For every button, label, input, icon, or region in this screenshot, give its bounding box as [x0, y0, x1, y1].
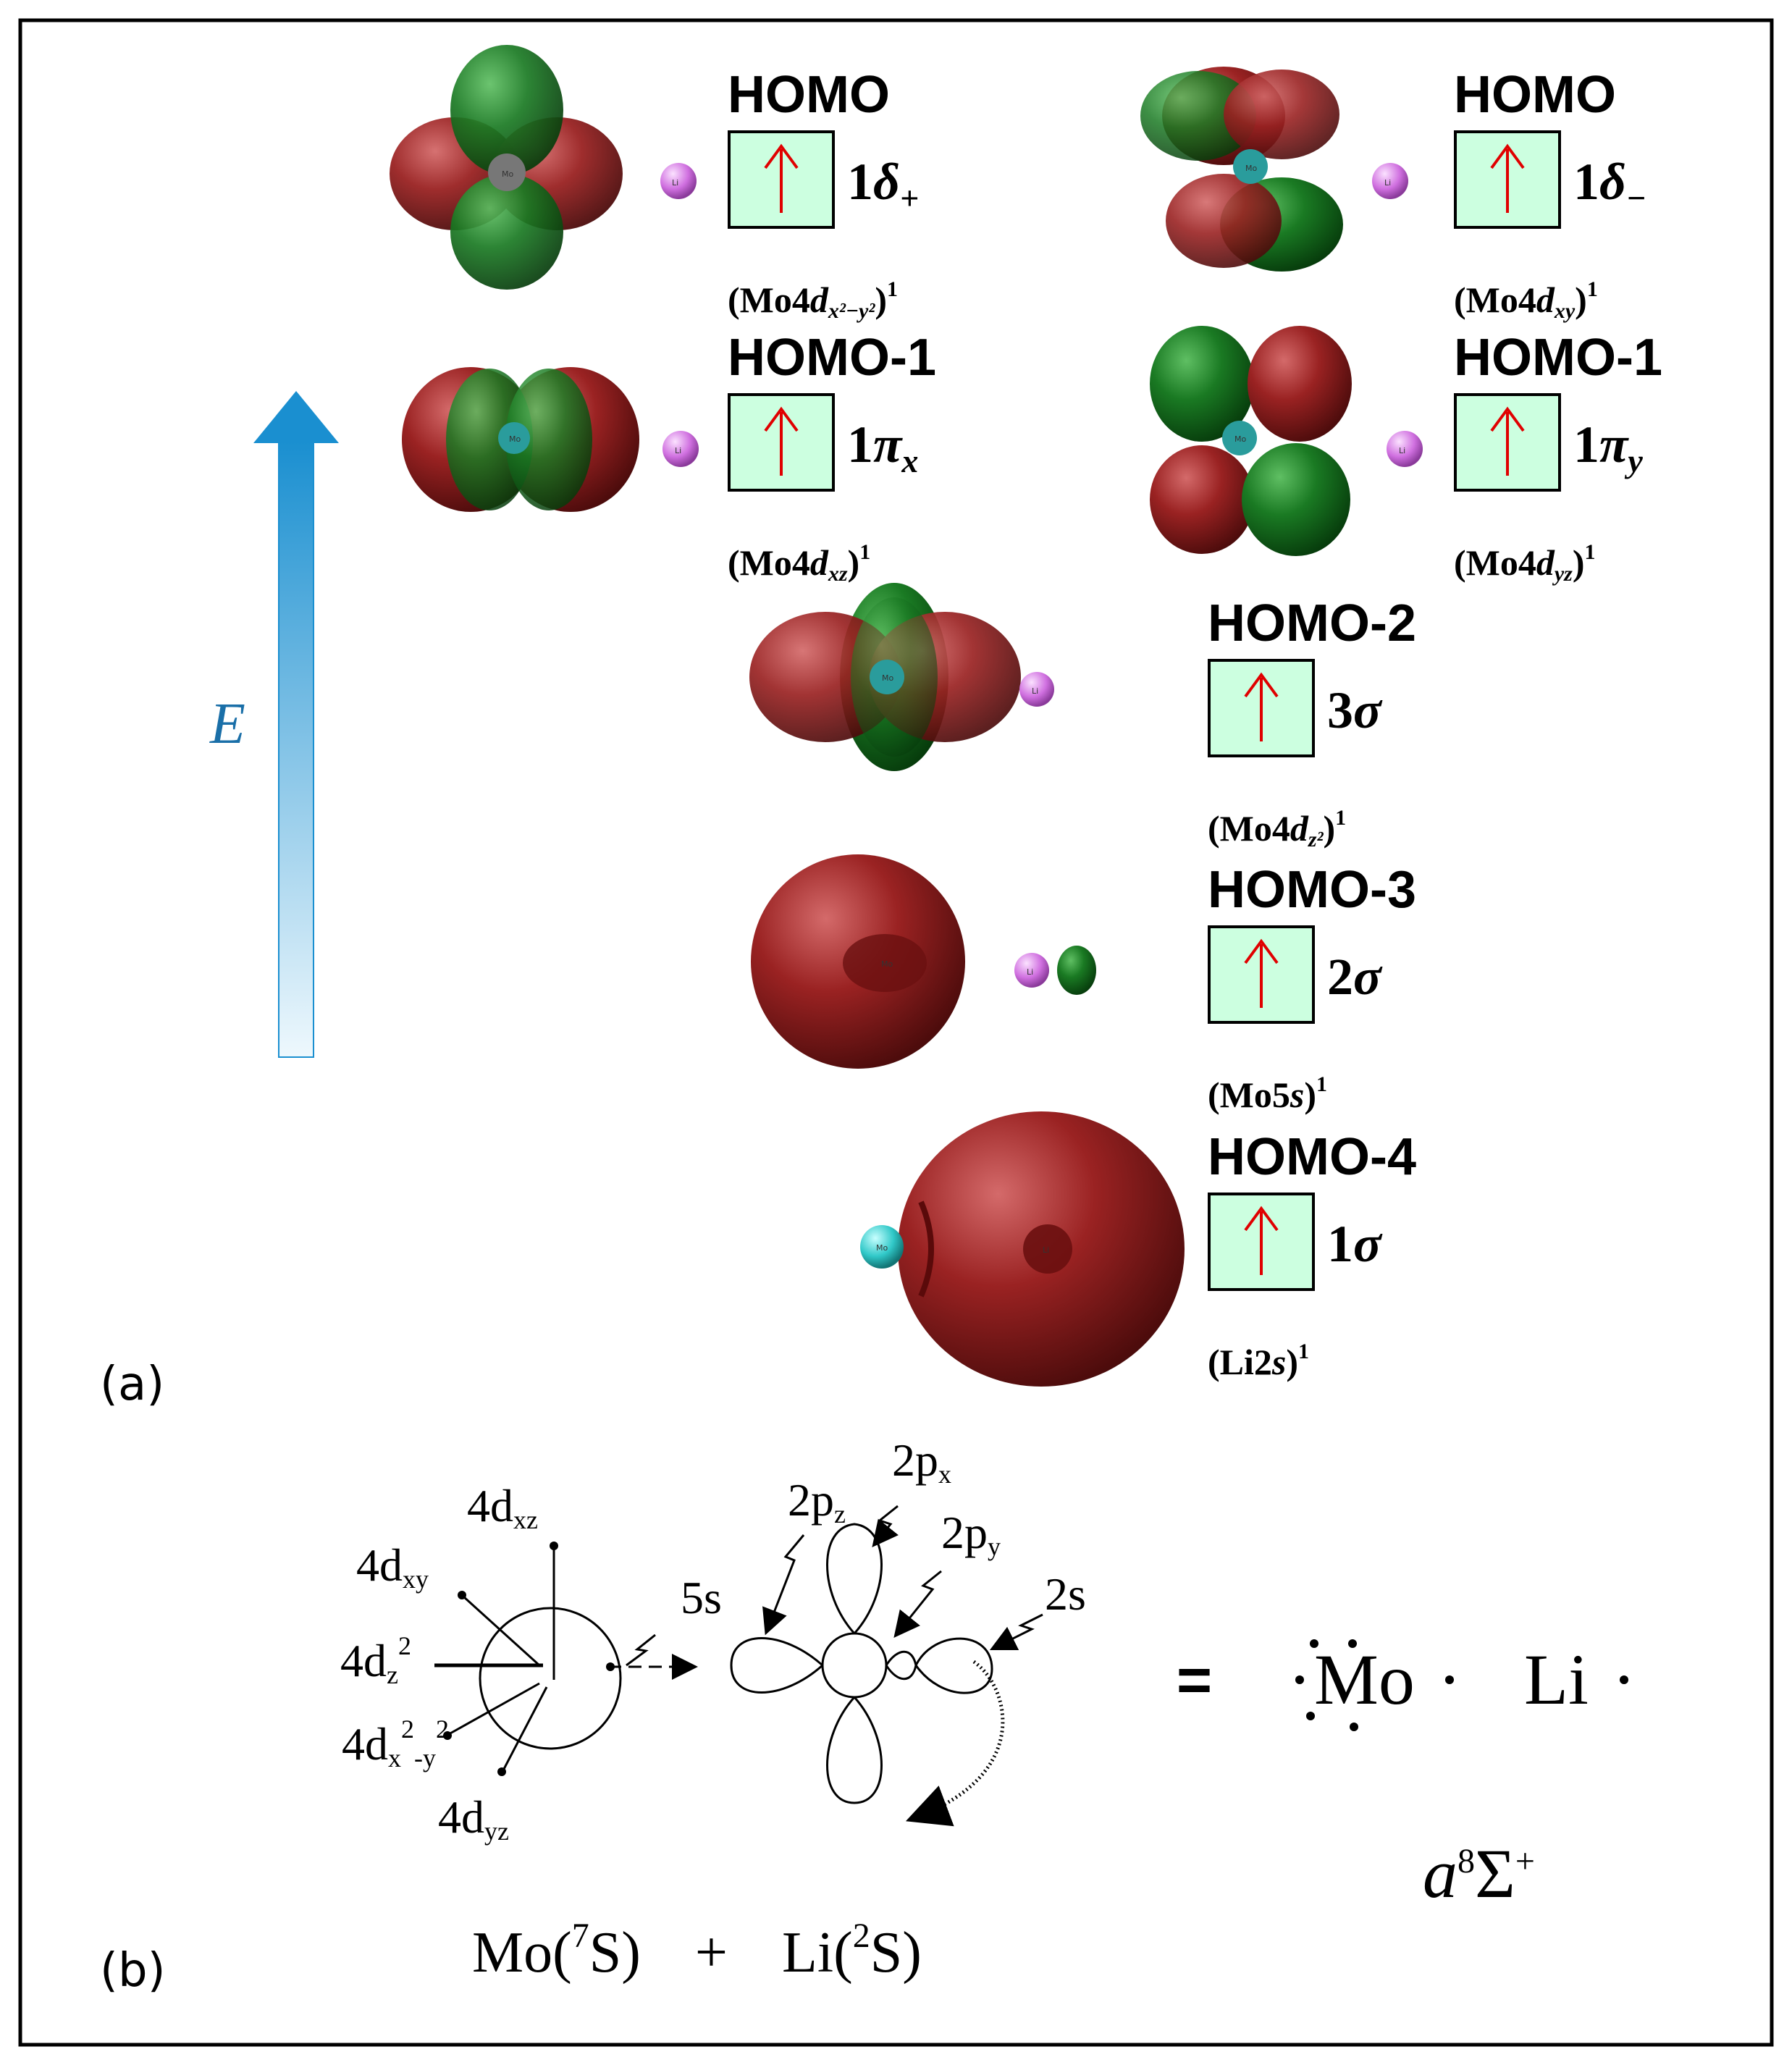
dot — [606, 1662, 615, 1671]
orbital-level: HOMO-3 — [1208, 861, 1416, 919]
li-atom — [1387, 431, 1423, 467]
panel-label-a: (a) — [100, 1358, 165, 1411]
lewis-li: Li — [1524, 1639, 1589, 1720]
orbital-symbol: 1σ — [1327, 1215, 1381, 1273]
orbital-character: (Mo5s)1 — [1208, 1072, 1327, 1115]
mo-orbital-label-4dyz: 4dyz — [438, 1791, 509, 1846]
li-atom-label: Li — [1399, 446, 1406, 455]
energy-label: E — [210, 692, 245, 756]
orbital-level: HOMO-1 — [1454, 329, 1662, 387]
orbital-symbol: 1δ+ — [847, 153, 920, 216]
orbital-homo-dxy-lobes — [1140, 67, 1343, 272]
orbital-character: (Mo4dxy)1 — [1454, 277, 1598, 323]
orbital-level: HOMO-2 — [1208, 594, 1416, 652]
mo-atom-label: Mo — [882, 673, 894, 683]
mo-orbital-label-5s: 5s — [681, 1572, 722, 1623]
lewis-dots — [1295, 1639, 1628, 1731]
mo-atom-label: Mo — [876, 1243, 888, 1253]
li-orbital-sketch — [730, 1505, 1043, 1827]
spin-up-arrow — [1490, 143, 1525, 213]
mo-atom-label: Mo — [502, 169, 514, 179]
li-atom — [1019, 672, 1054, 707]
spin-up-arrow — [764, 406, 799, 476]
orbital-level: HOMO — [728, 66, 890, 124]
mo-orbital-label-4dz2: 4dz2 — [340, 1631, 411, 1689]
orbital-symbol: 1δ− — [1573, 153, 1646, 216]
figure-frame — [18, 18, 1774, 2047]
li-atom-label: Li — [1384, 178, 1392, 188]
dot — [458, 1591, 466, 1599]
spin-up-arrow — [1244, 938, 1279, 1008]
orbital-character: (Li2s)1 — [1208, 1339, 1310, 1382]
spin-up-arrow — [764, 143, 799, 213]
li-atom-label: Li — [1032, 686, 1039, 696]
li-orbital-label-2py: 2py — [941, 1507, 1001, 1561]
dot — [550, 1542, 558, 1550]
panel-label-b: (b) — [100, 1944, 166, 1998]
li-atom — [662, 431, 699, 467]
orbital-homo3-mo5s-lobes — [751, 854, 965, 1069]
orbital-homo2-dz2-lobes — [749, 583, 1021, 771]
li-orbital-label-2pz: 2pz — [788, 1474, 846, 1528]
occupation-box — [1454, 393, 1561, 492]
li-orbital-label-2px: 2px — [892, 1434, 951, 1489]
orbital-symbol: 2σ — [1327, 948, 1381, 1006]
orbital-character: (Mo4dz²)1 — [1208, 806, 1347, 851]
orbital-homo1-dyz-lobes — [1150, 326, 1352, 556]
li-atom-label: Li — [675, 446, 682, 455]
orbital-symbol: 3σ — [1327, 681, 1381, 739]
occupation-box — [728, 130, 835, 229]
mo-orbital-label-4dx2y2: 4dx2-y2 — [342, 1715, 449, 1772]
li-atom-label: Li — [1043, 1245, 1050, 1255]
occupation-box — [1208, 659, 1315, 757]
spin-up-arrow — [1490, 406, 1525, 476]
mo-orbital-label-4dxz: 4dxz — [467, 1480, 538, 1534]
orbital-symbol: 1πy — [1573, 416, 1643, 479]
dot — [497, 1767, 506, 1776]
mo-atom-label: Mo — [509, 434, 521, 444]
orbital-character: (Mo4dx²−y²)1 — [728, 277, 898, 323]
reactants-equation: Mo(7S) + Li(2S) — [472, 1917, 922, 1985]
dot — [443, 1731, 452, 1740]
orbital-level: HOMO — [1454, 66, 1616, 124]
li-atom-label: Li — [1027, 967, 1034, 977]
mo-atom — [860, 1225, 904, 1269]
li-orbital-label-2s: 2s — [1045, 1568, 1086, 1620]
orbital-homo1-dxz-lobes — [402, 367, 639, 512]
occupation-box — [728, 393, 835, 492]
orbital-character: (Mo4dyz)1 — [1454, 540, 1596, 586]
li-atom — [1372, 163, 1408, 199]
orbital-homo4-li2s-lobes — [898, 1111, 1185, 1387]
li-atom — [660, 163, 697, 199]
occupation-box — [1208, 925, 1315, 1024]
green-lobe — [1057, 946, 1096, 995]
term-symbol: a8Σ+ — [1423, 1835, 1535, 1912]
mo-atom-label: Mo — [1245, 164, 1258, 173]
li-atom-label: Li — [672, 178, 679, 188]
mo-orbital-label-4dxy: 4dxy — [356, 1539, 429, 1594]
spin-up-arrow — [1244, 672, 1279, 741]
orbital-symbol: 1πx — [847, 416, 919, 479]
mo-orbital-sketch — [434, 1548, 698, 1771]
occupation-box — [1454, 130, 1561, 229]
mo-atom-label: Mo — [881, 959, 893, 969]
occupation-box — [1208, 1193, 1315, 1291]
equals-sign: = — [1177, 1646, 1213, 1714]
energy-arrow — [253, 391, 339, 1058]
spin-up-arrow — [1244, 1206, 1279, 1275]
orbital-character: (Mo4dxz)1 — [728, 540, 871, 586]
orbital-homo-dx2y2-lobes — [390, 45, 623, 290]
li-atom — [1014, 953, 1049, 988]
orbital-level: HOMO-4 — [1208, 1128, 1416, 1186]
mo-atom-label: Mo — [1234, 434, 1247, 444]
lewis-mo: Mo — [1314, 1639, 1415, 1720]
orbital-level: HOMO-1 — [728, 329, 936, 387]
